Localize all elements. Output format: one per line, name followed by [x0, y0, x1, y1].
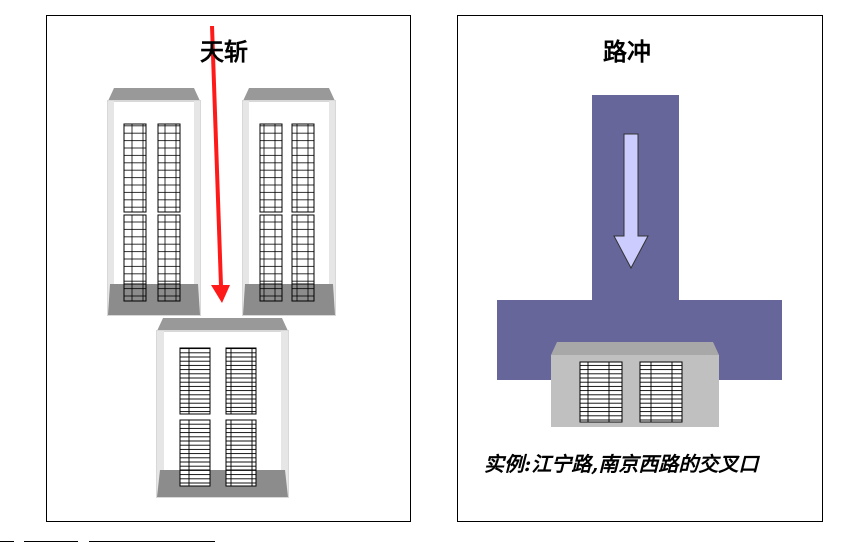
right-panel-caption: 实例:江宁路,南京西路的交叉口: [484, 452, 759, 476]
building-bottom: [156, 318, 289, 498]
bottom-rule-1: [0, 541, 14, 542]
bottom-rule-2: [24, 541, 78, 542]
right-panel-title: 路冲: [603, 37, 651, 66]
bottom-rule-3: [89, 541, 215, 542]
down-arrow-icon: [613, 133, 649, 270]
building-right: [242, 88, 336, 316]
building-left: [107, 88, 201, 316]
building-facing-road: [551, 342, 719, 427]
red-arrow-icon: [210, 26, 230, 303]
road-t-junction: [497, 95, 782, 380]
left-panel-title: 天斩: [200, 37, 248, 66]
